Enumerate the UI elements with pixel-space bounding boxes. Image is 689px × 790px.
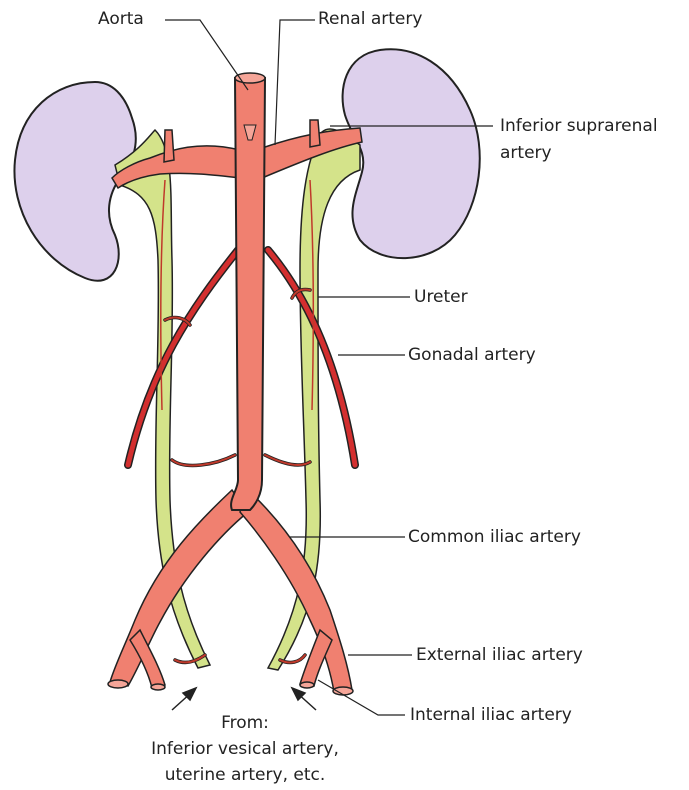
aorta [231,78,265,510]
left-suprarenal-branch [164,130,174,162]
external-iliac-artery-label: External iliac artery [416,644,583,666]
from-arrows [172,688,316,710]
inferior-suprarenal-label-line2: artery [500,142,552,164]
inferior-suprarenal-label-line1: Inferior suprarenal [500,115,658,137]
aorta-label: Aorta [98,8,144,30]
internal-iliac-artery-label: Internal iliac artery [410,704,572,726]
internal-iliac-leader [318,680,405,715]
right-kidney [343,49,480,258]
left-gonadal-artery [128,250,238,465]
left-gonadal-artery-fill [128,250,238,465]
from-label-line1: From: [140,712,350,734]
left-common-iliac-artery [110,490,248,686]
ureter-label: Ureter [414,286,468,308]
left-internal-iliac-end [151,684,165,690]
from-label-line2: Inferior vesical artery, [140,738,350,760]
right-suprarenal-branch [310,120,320,147]
renal-artery-leader [275,20,315,145]
renal-artery-label: Renal artery [318,8,422,30]
common-iliac-artery-label: Common iliac artery [408,526,581,548]
right-internal-iliac-end [300,682,314,688]
left-external-iliac-end [108,680,128,688]
from-label-line3: uterine artery, etc. [140,764,350,786]
gonadal-artery-label: Gonadal artery [408,344,536,366]
